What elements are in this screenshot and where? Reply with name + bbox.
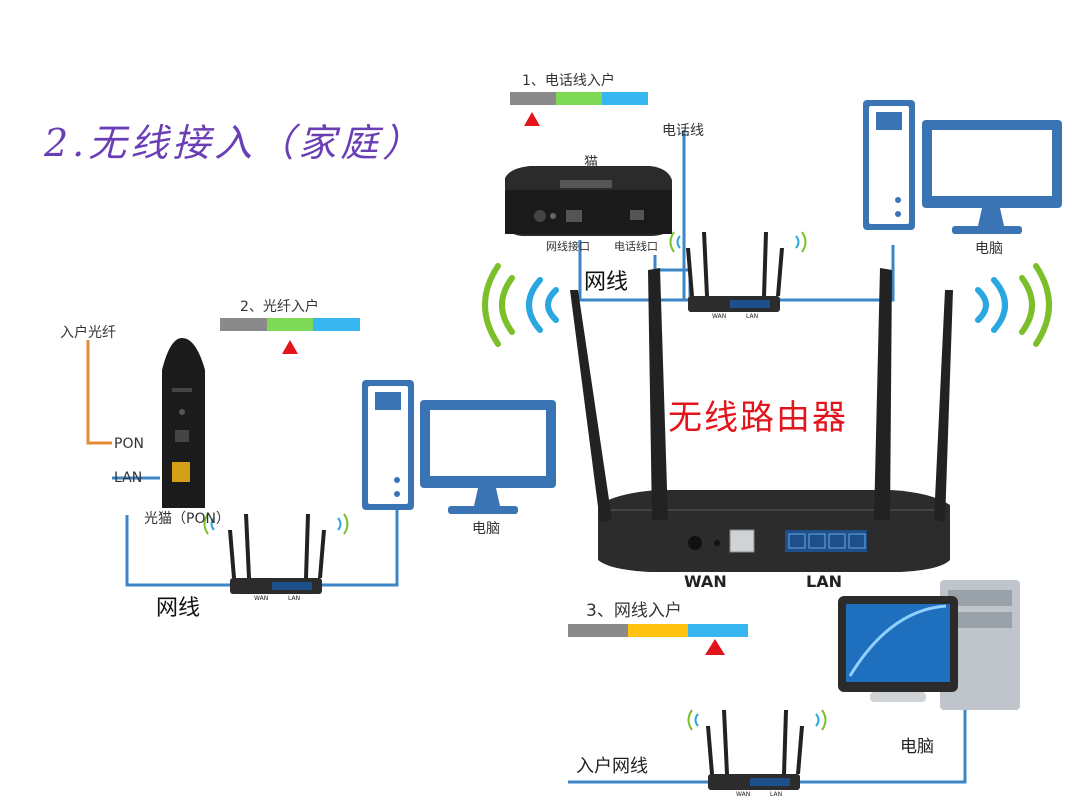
stripe-seg bbox=[628, 624, 688, 637]
mini-router-1 bbox=[686, 232, 784, 312]
wifi-waves-main bbox=[482, 263, 1052, 347]
pc-top-right bbox=[863, 100, 1062, 234]
main-router bbox=[570, 268, 953, 572]
step2-label: 2、光纤入户 bbox=[240, 299, 319, 315]
ethernet-line-label: 入户网线 bbox=[576, 756, 648, 777]
ont-label: 光猫（PON） bbox=[144, 511, 230, 527]
pc-middle bbox=[362, 380, 556, 514]
stripe-seg bbox=[510, 92, 556, 105]
mini-router-3-lan: LAN bbox=[770, 791, 783, 798]
mini-router-1-lan: LAN bbox=[746, 313, 759, 320]
stripe-seg bbox=[688, 624, 748, 637]
mini-router-2-wan: WAN bbox=[254, 595, 269, 602]
mini-router-1-wan: WAN bbox=[712, 313, 727, 320]
pc-top-right-label: 电脑 bbox=[975, 241, 1003, 257]
step1-stripe bbox=[510, 92, 648, 105]
modem-phone-port-label: 电话线口 bbox=[614, 240, 658, 253]
main-router-wan-label: WAN bbox=[684, 572, 727, 591]
fiber-label: 入户光纤 bbox=[60, 325, 116, 341]
pc-middle-label: 电脑 bbox=[472, 521, 500, 537]
pon-label: PON bbox=[114, 436, 144, 452]
stripe-seg bbox=[220, 318, 267, 331]
step2-cable-label: 网线 bbox=[156, 596, 201, 621]
main-router-label: 无线路由器 bbox=[668, 398, 848, 438]
stripe-seg bbox=[602, 92, 648, 105]
pc-bottom-right-label: 电脑 bbox=[900, 737, 934, 757]
step3-label: 3、网线入户 bbox=[586, 601, 682, 621]
ont-lan-label: LAN bbox=[114, 470, 143, 486]
phone-line-label: 电话线 bbox=[662, 123, 704, 139]
fiber-line bbox=[86, 340, 112, 445]
modem-device bbox=[505, 166, 672, 236]
stripe-seg bbox=[313, 318, 361, 331]
modem-net-port-label: 网线接口 bbox=[546, 240, 590, 253]
step1-label: 1、电话线入户 bbox=[522, 73, 615, 89]
wifi-waves-mini bbox=[203, 231, 827, 731]
mini-router-2 bbox=[228, 514, 326, 594]
pc-bottom-right bbox=[838, 580, 1020, 710]
page-title: 2.无线接入（家庭） bbox=[44, 121, 425, 165]
step3-stripe bbox=[568, 624, 748, 637]
mini-router-2-lan: LAN bbox=[288, 595, 301, 602]
main-router-lan-label: LAN bbox=[806, 572, 842, 591]
stripe-seg bbox=[266, 318, 314, 331]
step-markers bbox=[282, 112, 725, 655]
stripe-seg bbox=[568, 624, 628, 637]
modem-label: 猫 bbox=[584, 155, 598, 171]
optical-modem bbox=[162, 338, 205, 508]
mini-router-3-wan: WAN bbox=[736, 791, 751, 798]
mini-router-3 bbox=[706, 710, 804, 790]
step2-stripe bbox=[220, 318, 361, 331]
step1-cable-label: 网线 bbox=[584, 270, 629, 295]
stripe-seg bbox=[556, 92, 602, 105]
